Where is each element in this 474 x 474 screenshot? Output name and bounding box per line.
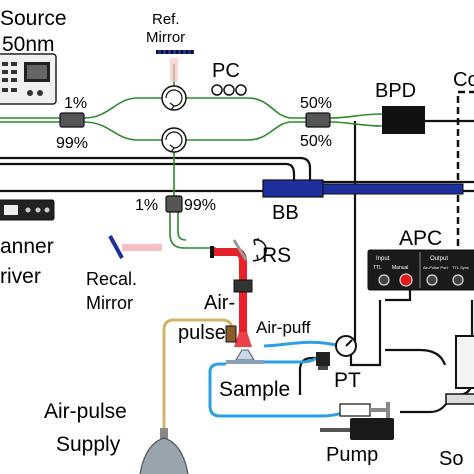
- apc-input-title: Input: [376, 256, 390, 262]
- fiber-coupler-50-50: [305, 112, 331, 128]
- airpulse-label: Air-: [204, 292, 235, 314]
- scanner-driver-box: [0, 199, 55, 221]
- source-label: Source: [0, 7, 67, 30]
- supply-label: Air-pulse: [44, 400, 127, 423]
- bpd-label: BPD: [375, 80, 416, 102]
- apc-ttl-sync-connector: [452, 274, 464, 286]
- syringe-pump: [320, 402, 394, 440]
- ref-label: Ref.: [152, 11, 180, 28]
- recal-mirror-label: Mirror: [86, 293, 133, 313]
- software-label: So: [439, 448, 463, 470]
- pc-label: PC: [212, 60, 240, 82]
- coupler-50-bottom-label: 50%: [300, 133, 332, 150]
- ref-mirror-label: Mirror: [146, 29, 185, 46]
- sample-label: Sample: [219, 378, 290, 401]
- balanced-photodetector: [382, 106, 425, 134]
- apc-ttl-label: TTL: [373, 265, 382, 271]
- apc-ttl-input-connector[interactable]: [378, 274, 390, 286]
- computer-label: Co: [453, 69, 474, 91]
- monitor: [445, 335, 474, 405]
- coupler-50-top-label: 50%: [300, 95, 332, 112]
- bandwidth-label: 50nm: [2, 33, 55, 56]
- fiber-coupler-tap: [165, 195, 183, 213]
- apc-output-title: Output: [430, 256, 448, 262]
- apc-label: APC: [399, 227, 442, 250]
- recal-label: Recal.: [86, 269, 137, 289]
- scanner-label: anner: [0, 235, 54, 258]
- scanning-mirror: [232, 239, 248, 261]
- supply-label-2: Supply: [56, 433, 121, 456]
- fiber-coupler-1-99: [59, 112, 85, 128]
- pressure-transducer: [316, 352, 330, 370]
- air-puff-tube: [263, 340, 341, 348]
- sample-circulator: [161, 127, 187, 153]
- airpuff-label: Air-puff: [256, 318, 311, 337]
- apc-manual-label: Manual: [392, 265, 408, 271]
- signal-cables: [0, 119, 474, 397]
- air-pulse-valve: [225, 325, 237, 343]
- reference-circulator: [161, 85, 187, 111]
- sample-stage: [226, 349, 264, 364]
- rs-label: RS: [262, 244, 291, 267]
- apc-ttl-sync-label: TTL Sync: [452, 265, 469, 270]
- polarization-controller: [211, 84, 247, 96]
- bb-component: [262, 179, 464, 198]
- driver-label: river: [0, 265, 41, 288]
- bb-label: BB: [272, 202, 299, 224]
- rotation-stage-icon: [252, 238, 267, 262]
- pulse-label: pulse: [178, 322, 226, 344]
- tap-99pct-label: 99%: [184, 197, 216, 214]
- apc-controller: Input Output TTL Manual Air-Pulse Port T…: [367, 249, 474, 291]
- recal-mirror: [108, 235, 162, 259]
- computer-box: [456, 90, 474, 262]
- coupler-1pct-label: 1%: [64, 95, 87, 112]
- coupler-99pct-label: 99%: [56, 135, 88, 152]
- apc-airpulse-port-label: Air-Pulse Port: [423, 265, 449, 270]
- pump-label: Pump: [326, 444, 378, 466]
- optical-fibers: [0, 64, 383, 249]
- reference-mirror: [156, 50, 194, 82]
- apc-airpulse-port-connector: [426, 274, 438, 286]
- objective-lens: [233, 279, 253, 293]
- tap-1pct-label: 1%: [135, 197, 158, 214]
- air-pulse-supply: [139, 428, 189, 474]
- apc-manual-button[interactable]: [399, 273, 413, 287]
- light-source-box: [0, 53, 57, 105]
- pt-label: PT: [334, 369, 361, 392]
